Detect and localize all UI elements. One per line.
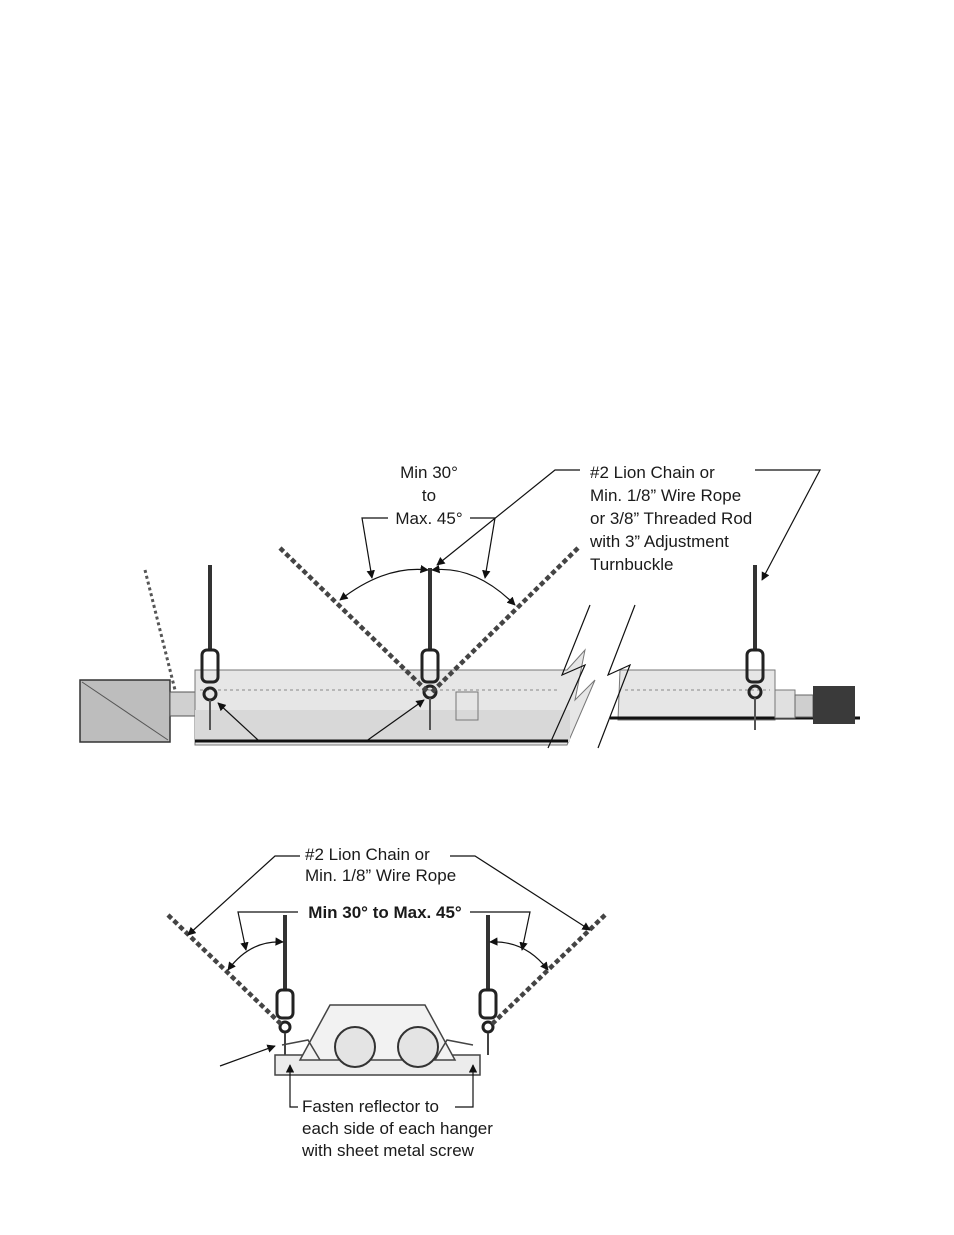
bottom-right-hanger (480, 915, 605, 1055)
angle-arc-left (340, 569, 428, 600)
hanger-leader-right (755, 470, 820, 580)
bottom-diagram: #2 Lion Chain or Min. 1/8” Wire Rope Min… (168, 845, 605, 1160)
hanger-label-line-4: with 3” Adjustment (589, 532, 729, 551)
hanger-label-line-1: #2 Lion Chain or (590, 463, 715, 482)
top-diagram: Min 30° to Max. 45° #2 Lion Chain or Min… (80, 463, 860, 748)
bottom-arc-left (228, 942, 283, 970)
hanger-label-line-5: Turnbuckle (590, 555, 673, 574)
angle-leader-left (362, 518, 388, 578)
bottom-angle-label: Min 30° to Max. 45° (308, 903, 462, 922)
reflector-cross-section (275, 1005, 480, 1075)
burner-chain (145, 570, 175, 690)
reflector-tube (195, 650, 860, 745)
bottom-hanger-label-line-2: Min. 1/8” Wire Rope (305, 866, 456, 885)
hanger-label-line-3: or 3/8” Threaded Rod (590, 509, 752, 528)
fasten-label-line-2: each side of each hanger (302, 1119, 493, 1138)
fasten-label-line-3: with sheet metal screw (301, 1141, 475, 1160)
fasten-label-line-1: Fasten reflector to (302, 1097, 439, 1116)
bottom-hanger-leader-right (450, 856, 590, 930)
bottom-left-hanger (168, 915, 293, 1055)
bottom-hanger-label-line-1: #2 Lion Chain or (305, 845, 430, 864)
angle-label-line-1: Min 30° (400, 463, 458, 482)
bottom-angle-leader-right (470, 912, 530, 950)
angle-label-line-3: Max. 45° (395, 509, 462, 528)
bottom-arc-right (490, 942, 548, 970)
hanger-label-line-2: Min. 1/8” Wire Rope (590, 486, 741, 505)
angle-arc-right (432, 569, 515, 605)
angle-label-line-2: to (422, 486, 436, 505)
screw-arrow (220, 1046, 275, 1066)
bottom-angle-leader-left (238, 912, 298, 950)
angle-leader-right (470, 518, 495, 578)
burner-box (80, 680, 198, 742)
